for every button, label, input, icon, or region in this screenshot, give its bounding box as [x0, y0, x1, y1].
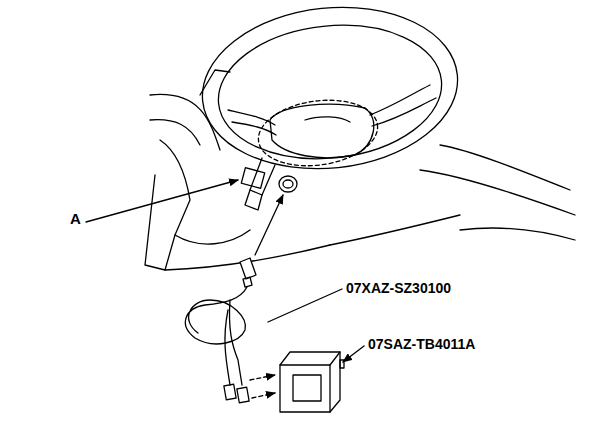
tool-part-number: 07XAZ-SZ30100: [346, 281, 451, 296]
callout-letter: A: [70, 211, 81, 228]
tool-part-number: 07SAZ-TB4011A: [368, 337, 475, 352]
